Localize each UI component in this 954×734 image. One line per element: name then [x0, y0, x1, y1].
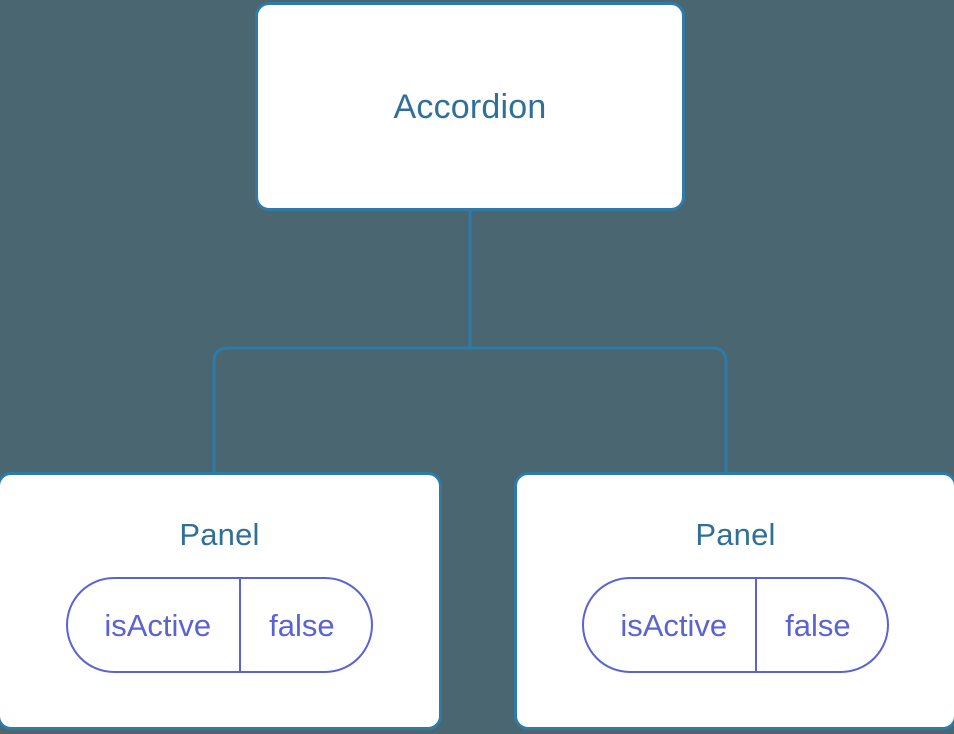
node-panel-left-title: Panel	[179, 517, 260, 552]
node-accordion-title: Accordion	[393, 87, 547, 126]
node-panel-left-prop-isactive[interactable]: isActive false	[66, 577, 373, 673]
node-panel-right-title: Panel	[695, 517, 776, 552]
prop-value-label: false	[239, 579, 370, 671]
prop-key-label: isActive	[104, 607, 212, 643]
prop-key-label: isActive	[620, 607, 728, 643]
node-panel-right-prop-isactive[interactable]: isActive false	[582, 577, 889, 673]
node-panel-left[interactable]: Panel isActive false	[0, 472, 442, 730]
edge-to-panel-left	[212, 346, 470, 474]
prop-value-label: false	[755, 579, 886, 671]
node-accordion[interactable]: Accordion	[255, 2, 685, 211]
edge-to-panel-right	[470, 346, 728, 474]
node-panel-right[interactable]: Panel isActive false	[514, 472, 954, 730]
